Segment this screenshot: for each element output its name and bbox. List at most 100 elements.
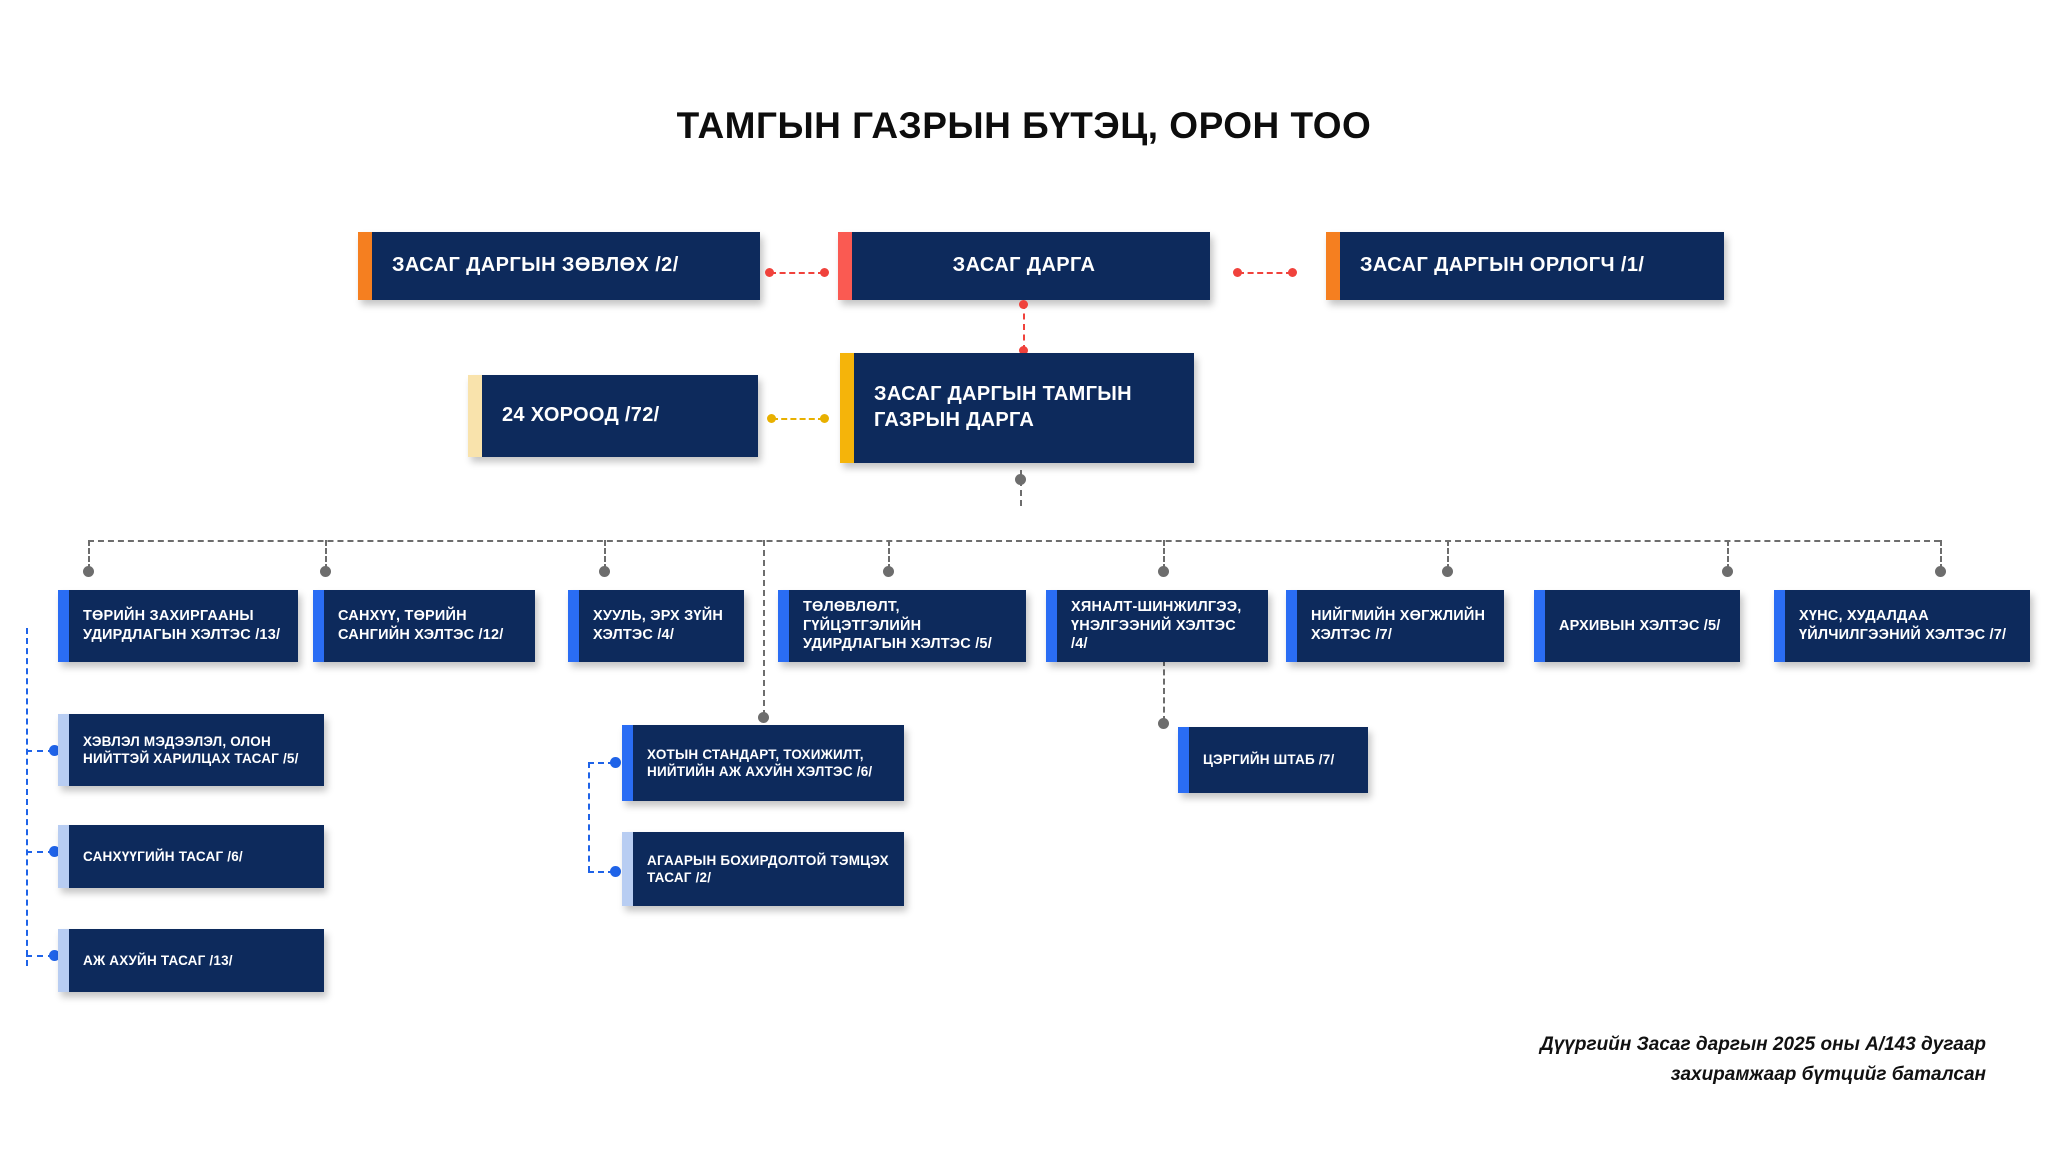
node-sub-mid-0[interactable]: ХОТЫН СТАНДАРТ, ТОХИЖИЛТ, НИЙТИЙН АЖ АХУ… [622, 725, 904, 801]
bus-drop [1447, 540, 1449, 570]
subbranch-mid-stub [588, 762, 614, 764]
node-sub-left-0[interactable]: ХЭВЛЭЛ МЭДЭЭЛЭЛ, ОЛОН НИЙТТЭЙ ХАРИЛЦАХ Т… [58, 714, 324, 786]
node-label: ХҮНС, ХУДАЛДАА ҮЙЛЧИЛГЭЭНИЙ ХЭЛТЭС /7/ [1799, 608, 2007, 643]
connector-governor-deputy [1238, 272, 1292, 274]
subbranch-mid-stub [588, 871, 614, 873]
connector-dot [1158, 566, 1169, 577]
node-24-khoroos[interactable]: 24 ХОРООД /72/ [468, 375, 758, 457]
node-label: ХЯНАЛТ-ШИНЖИЛГЭЭ, ҮНЭЛГЭЭНИЙ ХЭЛТЭС /4/ [1071, 599, 1242, 653]
connector-dot [49, 745, 60, 756]
bus-drop-to-subgroup [763, 540, 765, 716]
connector-dot [1288, 268, 1297, 277]
accent-bar-lightblue [58, 929, 69, 992]
connector-dot [1442, 566, 1453, 577]
node-department-7[interactable]: ХҮНС, ХУДАЛДАА ҮЙЛЧИЛГЭЭНИЙ ХЭЛТЭС /7/ [1774, 590, 2030, 662]
accent-bar-blue [568, 590, 579, 662]
node-sub-military-staff[interactable]: ЦЭРГИЙН ШТАБ /7/ [1178, 727, 1368, 793]
connector-dot [49, 846, 60, 857]
connector-dot [765, 268, 774, 277]
bus-stem [1020, 470, 1022, 506]
accent-bar-lightblue [58, 714, 69, 786]
node-department-3[interactable]: ТӨЛӨВЛӨЛТ, ГҮЙЦЭТГЭЛИЙН УДИРДЛАГЫН ХЭЛТЭ… [778, 590, 1026, 662]
node-governor[interactable]: ЗАСАГ ДАРГА [838, 232, 1210, 300]
accent-bar-lightblue [622, 832, 633, 906]
accent-bar-amber [840, 353, 854, 463]
node-label: АГААРЫН БОХИРДОЛТОЙ ТЭМЦЭХ ТАСАГ /2/ [647, 852, 889, 885]
connector-dot [610, 866, 621, 877]
accent-bar-blue [1774, 590, 1785, 662]
connector-dot [820, 268, 829, 277]
node-sub-left-2[interactable]: АЖ АХУЙН ТАСАГ /13/ [58, 929, 324, 992]
node-label: ЗАСАГ ДАРГА [952, 254, 1096, 277]
connector-dot [1233, 268, 1242, 277]
node-label: ЗАСАГ ДАРГЫН ТАМГЫН ГАЗРЫН ДАРГА [874, 383, 1132, 431]
node-chief-of-staff[interactable]: ЗАСАГ ДАРГЫН ТАМГЫН ГАЗРЫН ДАРГА [840, 353, 1194, 463]
bus-drop-to-military [1163, 660, 1165, 722]
bus-drop [604, 540, 606, 570]
connector-dot [1935, 566, 1946, 577]
node-department-5[interactable]: НИЙГМИЙН ХӨГЖЛИЙН ХЭЛТЭС /7/ [1286, 590, 1504, 662]
bus-drop [88, 540, 90, 570]
node-deputy-governor[interactable]: ЗАСАГ ДАРГЫН ОРЛОГЧ /1/ [1326, 232, 1724, 300]
accent-bar-blue [622, 725, 633, 801]
node-label: ХЭВЛЭЛ МЭДЭЭЛЭЛ, ОЛОН НИЙТТЭЙ ХАРИЛЦАХ Т… [83, 733, 299, 766]
accent-bar-blue [1534, 590, 1545, 662]
node-label: САНХҮҮГИЙН ТАСАГ /6/ [83, 848, 243, 864]
bus-drop [1940, 540, 1942, 570]
footer-line-2: захирамжаар бүтцийг баталсан [1670, 1064, 1986, 1086]
footer-note: Дүүргийн Засаг даргын 2025 оны А/143 дуг… [1266, 1030, 1986, 1091]
node-label: ЦЭРГИЙН ШТАБ /7/ [1203, 752, 1335, 768]
accent-bar-lightblue [58, 825, 69, 888]
connector-dot [758, 712, 769, 723]
node-sub-left-1[interactable]: САНХҮҮГИЙН ТАСАГ /6/ [58, 825, 324, 888]
page-title: ТАМГЫН ГАЗРЫН БҮТЭЦ, ОРОН ТОО [676, 105, 1372, 146]
node-label: ТӨЛӨВЛӨЛТ, ГҮЙЦЭТГЭЛИЙН УДИРДЛАГЫН ХЭЛТЭ… [803, 599, 992, 653]
node-label: ХУУЛЬ, ЭРХ ЗҮЙН ХЭЛТЭС /4/ [593, 608, 723, 643]
footer-line-1: Дүүргийн Засаг даргын 2025 оны А/143 дуг… [1540, 1034, 1986, 1055]
node-department-0[interactable]: ТӨРИЙН ЗАХИРГААНЫ УДИРДЛАГЫН ХЭЛТЭС /13/ [58, 590, 298, 662]
node-label: АРХИВЫН ХЭЛТЭС /5/ [1559, 617, 1721, 634]
node-department-1[interactable]: САНХҮҮ, ТӨРИЙН САНГИЙН ХЭЛТЭС /12/ [313, 590, 535, 662]
node-sub-mid-1[interactable]: АГААРЫН БОХИРДОЛТОЙ ТЭМЦЭХ ТАСАГ /2/ [622, 832, 904, 906]
accent-bar-blue [58, 590, 69, 662]
node-department-6[interactable]: АРХИВЫН ХЭЛТЭС /5/ [1534, 590, 1740, 662]
subbranch-left-stub [26, 851, 54, 853]
node-department-2[interactable]: ХУУЛЬ, ЭРХ ЗҮЙН ХЭЛТЭС /4/ [568, 590, 744, 662]
accent-bar-blue [313, 590, 324, 662]
connector-dot [610, 757, 621, 768]
accent-bar-blue [1046, 590, 1057, 662]
accent-bar-orange [1326, 232, 1340, 300]
node-label: 24 ХОРООД /72/ [502, 404, 660, 427]
node-label: АЖ АХУЙН ТАСАГ /13/ [83, 952, 233, 968]
node-department-4[interactable]: ХЯНАЛТ-ШИНЖИЛГЭЭ, ҮНЭЛГЭЭНИЙ ХЭЛТЭС /4/ [1046, 590, 1268, 662]
subbranch-left-spine [26, 628, 28, 966]
bus-drop [325, 540, 327, 570]
connector-dot [83, 566, 94, 577]
node-label: НИЙГМИЙН ХӨГЖЛИЙН ХЭЛТЭС /7/ [1311, 608, 1486, 643]
accent-bar-orange [358, 232, 372, 300]
connector-khoroos-chief [772, 418, 824, 420]
bus-drop [1727, 540, 1729, 570]
connector-dot [320, 566, 331, 577]
node-label: САНХҮҮ, ТӨРИЙН САНГИЙН ХЭЛТЭС /12/ [338, 608, 504, 643]
accent-bar-red [838, 232, 852, 300]
connector-dot [767, 414, 776, 423]
node-label: ХОТЫН СТАНДАРТ, ТОХИЖИЛТ, НИЙТИЙН АЖ АХУ… [647, 746, 873, 779]
connector-dot [49, 950, 60, 961]
connector-dot [1019, 346, 1028, 355]
node-label: ЗАСАГ ДАРГЫН ОРЛОГЧ /1/ [1360, 254, 1645, 277]
connector-dot [1015, 474, 1026, 485]
bus-horizontal [88, 540, 1940, 542]
bus-drop [888, 540, 890, 570]
accent-bar-blue [1286, 590, 1297, 662]
accent-bar-blue [1178, 727, 1189, 793]
node-governor-advisor[interactable]: ЗАСАГ ДАРГЫН ЗӨВЛӨХ /2/ [358, 232, 760, 300]
accent-bar-blue [778, 590, 789, 662]
node-label: ЗАСАГ ДАРГЫН ЗӨВЛӨХ /2/ [392, 254, 679, 277]
connector-governor-chief [1023, 303, 1025, 351]
subbranch-mid-spine [588, 762, 590, 872]
connector-dot [1722, 566, 1733, 577]
accent-bar-cream [468, 375, 482, 457]
connector-dot [599, 566, 610, 577]
